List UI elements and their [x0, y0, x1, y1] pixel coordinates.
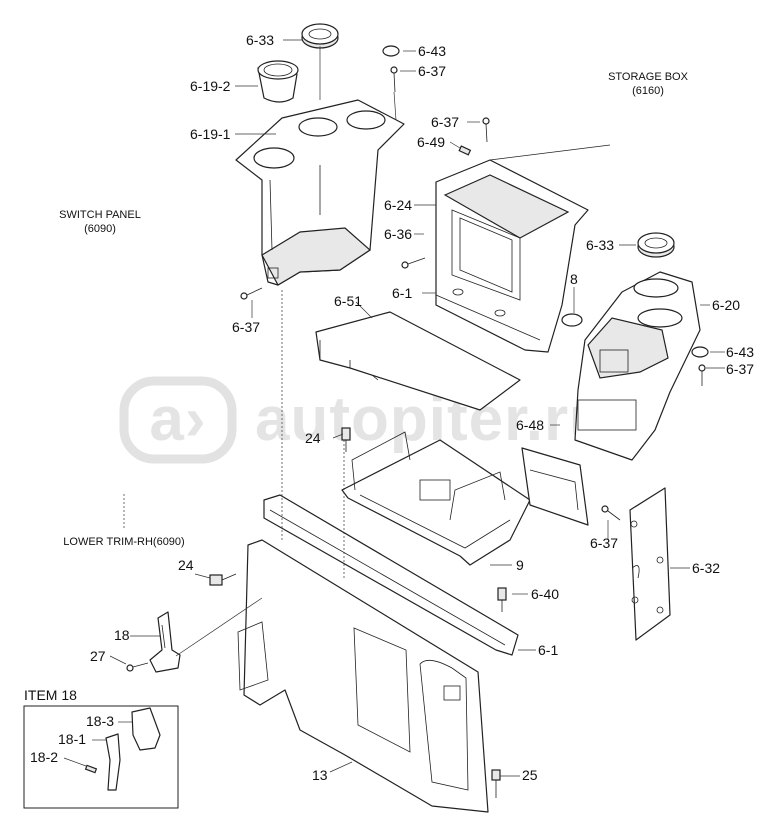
callout-9: 9: [516, 557, 524, 573]
callout-6-24: 6-24: [384, 197, 412, 213]
callout-6-37-top: 6-37: [418, 63, 446, 79]
bolt-25: [491, 769, 501, 798]
switch-panel-housing: [235, 99, 405, 286]
item-18-box: ITEM 18: [23, 687, 179, 809]
callout-6-37-storage: 6-37: [431, 114, 459, 130]
side-plate: [629, 487, 671, 641]
clamp-ring: [561, 313, 583, 327]
callout-6-33-right: 6-33: [586, 237, 614, 253]
callout-18-3: 18-3: [86, 713, 114, 729]
screw-27: [126, 662, 149, 672]
bracket-frame: [341, 431, 531, 566]
callout-6-20: 6-20: [712, 297, 740, 313]
callout-6-1-upper: 6-1: [392, 285, 412, 301]
callout-18-2: 18-2: [30, 749, 58, 765]
callout-27: 27: [90, 648, 106, 664]
screw-top: [390, 66, 398, 93]
callout-6-37-pocket: 6-37: [590, 535, 618, 551]
callout-6-40: 6-40: [531, 586, 559, 602]
callout-6-19-1: 6-19-1: [190, 126, 231, 142]
callout-13: 13: [312, 767, 328, 783]
plug-top: [382, 45, 400, 57]
bolt-24-upper: [341, 427, 351, 452]
callout-8: 8: [570, 271, 578, 287]
screw-6-36: [401, 257, 426, 269]
callout-6-32: 6-32: [692, 560, 720, 576]
watermark-logo-glyph: a›: [149, 385, 206, 454]
switch-panel-note: SWITCH PANEL: [59, 209, 141, 221]
cap-right: [637, 232, 675, 258]
storage-pocket: [521, 447, 589, 526]
callout-6-33-top: 6-33: [246, 32, 274, 48]
callout-6-1-lower: 6-1: [538, 642, 558, 658]
storage-box-frame: [435, 144, 611, 353]
bolt-24-lower: [209, 573, 237, 586]
callout-6-37-right: 6-37: [726, 361, 754, 377]
lower-trim-panel: [237, 539, 489, 813]
callout-6-48: 6-48: [516, 417, 544, 433]
cup-holder: [257, 60, 299, 103]
callout-24-upper: 24: [305, 430, 321, 446]
lower-trim-note: LOWER TRIM-RH(6090): [63, 536, 184, 548]
callout-6-43-top: 6-43: [418, 43, 446, 59]
callout-6-51: 6-51: [334, 293, 362, 309]
item-18-frame: [23, 705, 179, 809]
screw-right: [698, 364, 706, 386]
console-cupholder: [574, 271, 701, 461]
callout-6-19-2: 6-19-2: [190, 78, 231, 94]
storage-box-code: (6160): [632, 85, 664, 97]
callout-6-49: 6-49: [417, 134, 445, 150]
callout-6-37-left: 6-37: [232, 319, 260, 335]
lower-strip: [263, 494, 519, 656]
storage-box-note: STORAGE BOX: [608, 71, 689, 83]
tray-lid: [315, 311, 521, 411]
callout-6-36: 6-36: [384, 226, 412, 242]
screw-left: [240, 287, 263, 300]
callout-6-43-right: 6-43: [726, 344, 754, 360]
screw-storage: [482, 117, 490, 143]
callout-18-1: 18-1: [58, 731, 86, 747]
notes: SWITCH PANEL (6090) STORAGE BOX (6160) L…: [59, 71, 688, 548]
clip: [458, 145, 472, 156]
watermark: a› autopiter.ru: [119, 376, 608, 464]
item-18-1-part: [105, 733, 121, 791]
handle-assembly: [149, 611, 181, 673]
item-18-3-part: [131, 707, 161, 751]
bolt-6-40: [497, 587, 507, 612]
screw-pocket: [601, 505, 621, 521]
callout-18: 18: [114, 627, 130, 643]
watermark-logo-frame: [119, 376, 237, 464]
plug-right: [691, 346, 709, 358]
switch-panel-code: (6090): [84, 223, 116, 235]
callout-25: 25: [522, 767, 538, 783]
leader-lines: [63, 39, 725, 777]
watermark-text: autopiter.ru: [255, 385, 608, 454]
callout-24-lower: 24: [178, 557, 194, 573]
item-18-title: ITEM 18: [24, 687, 77, 703]
item-18-2-part: [84, 764, 98, 774]
cap-top: [301, 23, 339, 49]
callout-labels: 6-33 6-43 6-37 6-19-2 6-19-1 6-37 6-49 6…: [30, 32, 754, 783]
